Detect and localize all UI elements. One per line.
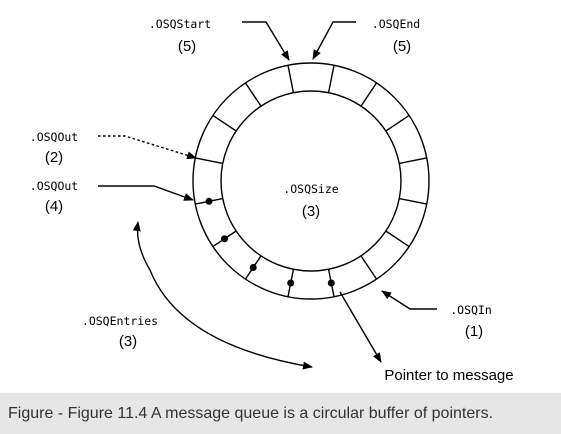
ring-divider — [327, 65, 335, 93]
queue-entry-dot — [287, 279, 295, 287]
ring-entries — [205, 197, 335, 287]
ring-inner — [220, 90, 402, 272]
ring-outer — [192, 62, 430, 300]
ring-divider — [399, 197, 427, 205]
ring-divider — [385, 230, 410, 248]
queue-entry-dot — [249, 263, 257, 271]
osqout-solid-arrow — [98, 185, 194, 201]
ring-divider — [287, 65, 295, 93]
osqout-label-2: .OSQOut — [30, 130, 78, 144]
ring-divider — [244, 82, 262, 107]
circular-buffer-ring — [192, 62, 430, 300]
osqout-value-2: (2) — [45, 149, 63, 166]
osqin-arrow — [381, 290, 437, 310]
osqentries-value: (3) — [119, 333, 137, 350]
osqout-label-4: .OSQOut — [30, 179, 78, 193]
osqin-label: .OSQIn — [450, 303, 492, 317]
ring-divider — [360, 255, 378, 280]
osqin-value: (1) — [465, 323, 483, 340]
ring-divider — [360, 82, 378, 107]
osqstart-label: .OSQStart — [149, 17, 211, 31]
caption-text: Figure 11.4 A message queue is a circula… — [67, 405, 494, 422]
osqentries-arc-upper — [132, 221, 151, 271]
ring-dividers — [195, 65, 427, 297]
osqsize-value: (3) — [302, 203, 320, 220]
queue-entry-dot — [221, 235, 229, 243]
queue-diagram-svg: .OSQSize (3) .OSQStart (5) .OSQEnd (5) .… — [30, 17, 514, 384]
osqend-value: (5) — [393, 38, 411, 55]
ring-divider — [212, 114, 237, 132]
osqend-arrow — [312, 21, 356, 60]
osqend-label: .OSQEnd — [372, 17, 420, 31]
pointer-arrow — [339, 291, 382, 363]
queue-entry-dot — [327, 279, 335, 287]
ring-divider — [399, 157, 427, 165]
osqentries-arc-lower — [149, 269, 313, 370]
figure-caption: Figure - Figure 11.4 A message queue is … — [0, 393, 561, 434]
osqout-value-4: (4) — [45, 198, 63, 215]
osqout-dashed-arrow — [98, 135, 197, 160]
ring-divider — [195, 157, 223, 165]
pointer-to-message-label: Pointer to message — [384, 367, 513, 384]
osqstart-arrow — [242, 21, 290, 61]
queue-entry-dot — [205, 197, 213, 205]
caption-prefix: Figure - — [8, 405, 68, 422]
ring-divider — [385, 114, 410, 132]
osqentries-label: .OSQEntries — [82, 314, 158, 328]
message-queue-diagram: .OSQSize (3) .OSQStart (5) .OSQEnd (5) .… — [30, 17, 514, 384]
osqstart-value: (5) — [178, 38, 196, 55]
osqsize-label: .OSQSize — [283, 182, 338, 196]
